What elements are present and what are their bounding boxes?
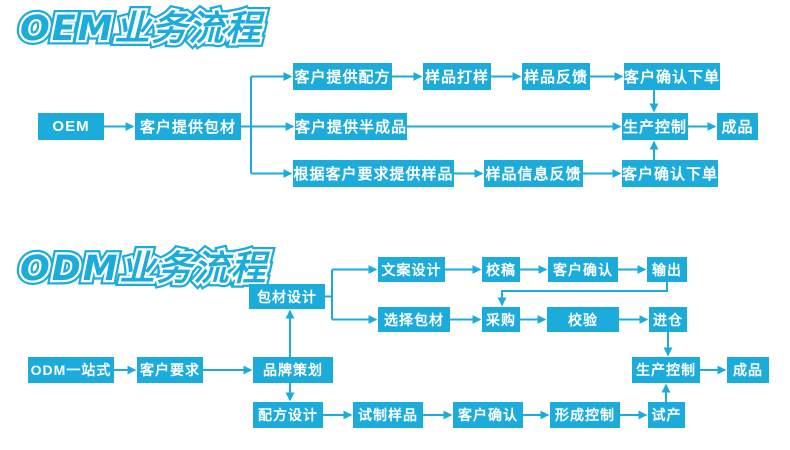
odm-node-proofreading: 校稿 (482, 257, 520, 282)
odm-title-white-ring: ODM业务流程 (18, 247, 268, 292)
oem-node-confirm-order-top: 客户确认下单 (624, 63, 720, 90)
oem-flow-title: OEM业务流程 OEM业务流程 OEM业务流程 (16, 5, 265, 54)
oem-node-production-control: 生产控制 (622, 113, 688, 140)
odm-node-trial-samples: 试制样品 (353, 402, 423, 428)
odm-node-output: 输出 (647, 257, 687, 282)
odm-title-outline: ODM业务流程 (16, 245, 271, 294)
odm-node-packaging-design: 包材设计 (249, 284, 325, 309)
oem-node-client-packaging: 客户提供包材 (135, 113, 241, 140)
odm-connectors (114, 265, 727, 420)
oem-title-white-ring: OEM业务流程 (18, 7, 263, 52)
odm-flow-title: ODM业务流程 ODM业务流程 ODM业务流程 (16, 245, 271, 294)
oem-node-client-formula: 客户提供配方 (293, 63, 392, 90)
odm-node-warehousing: 进仓 (649, 307, 687, 332)
oem-node-confirm-order-bottom: 客户确认下单 (622, 160, 718, 187)
oem-node-client-semi-finished: 客户提供半成品 (295, 113, 407, 140)
odm-node-one-stop: ODM一站式 (28, 357, 114, 383)
odm-node-production-control: 生产控制 (632, 357, 700, 383)
oem-node-finished-product: 成品 (717, 113, 758, 140)
odm-node-formula-design: 配方设计 (253, 402, 323, 428)
oem-node-start: OEM (38, 113, 104, 140)
odm-node-client-confirm-top: 客户确认 (548, 257, 618, 282)
odm-node-finished-product: 成品 (727, 357, 769, 383)
oem-node-sample-making: 样品打样 (423, 63, 491, 90)
odm-node-client-confirm-bottom: 客户确认 (453, 402, 523, 428)
odm-node-copy-design: 文案设计 (378, 257, 445, 282)
odm-node-forming-control: 形成控制 (550, 402, 620, 428)
oem-node-sample-per-request: 根据客户要求提供样品 (293, 160, 454, 187)
odm-node-trial-production: 试产 (648, 402, 685, 428)
odm-node-client-requirements: 客户要求 (137, 357, 203, 383)
odm-node-purchasing: 采购 (482, 307, 520, 332)
odm-node-verification: 校验 (547, 307, 619, 332)
oem-title-text: OEM业务流程 (20, 9, 263, 49)
oem-title-outline: OEM业务流程 (16, 5, 265, 54)
odm-node-select-packaging: 选择包材 (378, 307, 450, 332)
oem-node-sample-feedback: 样品反馈 (522, 63, 590, 90)
odm-title-text: ODM业务流程 (20, 249, 268, 289)
oem-node-sample-info-feedback: 样品信息反馈 (484, 160, 583, 187)
odm-node-brand-planning: 品牌策划 (253, 357, 333, 383)
